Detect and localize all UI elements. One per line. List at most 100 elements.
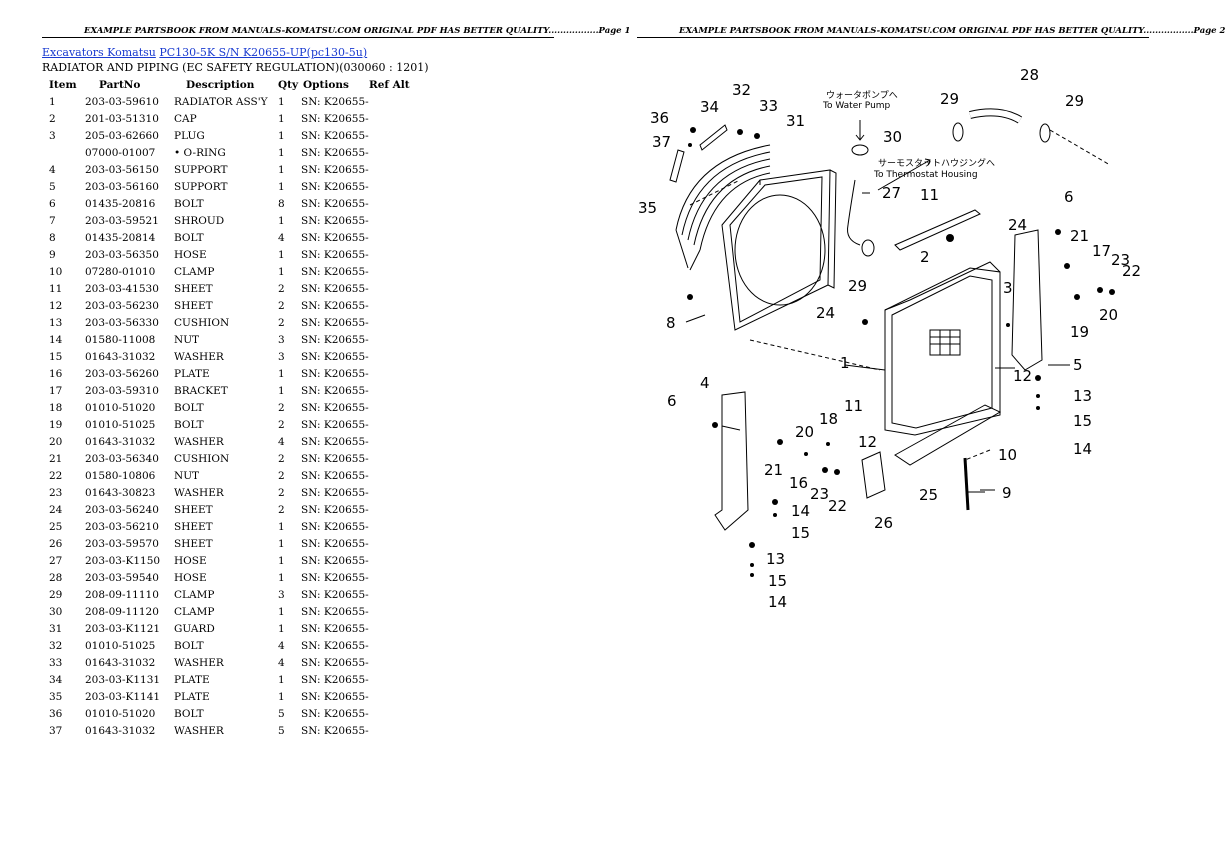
callout-37: 37 [652,133,671,151]
table-header-row: Item PartNo Description Qty Options Ref … [42,76,419,93]
callout-9: 9 [1002,484,1012,502]
cell-options: SN: K20655- [301,588,369,601]
callout-14a: 14 [1073,440,1092,458]
cell-description: WASHER [174,486,224,499]
cell-refalt [369,212,419,229]
cell-options: SN: K20655- [301,95,369,108]
support-5-drawing [1011,229,1043,371]
cell-partno: 203-03-56350 [85,248,159,261]
cell-qty: 2 [278,401,285,414]
cell-qty: 1 [278,214,285,227]
cell-partno: 203-03-K1121 [85,622,161,635]
arrow-thermostat [877,158,931,191]
cell-partno: 01435-20814 [85,231,156,244]
section-title: RADIATOR AND PIPING (EC SAFETY REGULATIO… [42,61,429,74]
cell-refalt [369,535,419,552]
cell-item: 13 [49,316,63,329]
cell-description: WASHER [174,435,224,448]
cell-qty: 1 [278,622,285,635]
cell-qty: 1 [278,146,285,159]
cell-options: SN: K20655- [301,724,369,737]
breadcrumb-link-category[interactable]: Excavators Komatsu [42,46,156,59]
cell-qty: 1 [278,537,285,550]
cell-description: SUPPORT [174,180,228,193]
cell-description: NUT [174,469,200,482]
cell-partno: 01643-30823 [85,486,156,499]
cell-refalt [369,705,419,722]
callout-14c: 14 [768,593,787,611]
cell-refalt [369,620,419,637]
cell-refalt [369,382,419,399]
callout-1: 1 [840,354,850,372]
col-header-item: Item [49,78,77,91]
cell-qty: 3 [278,588,285,601]
clamp-29b-drawing [1039,123,1051,143]
cell-options: SN: K20655- [301,418,369,431]
cell-refalt [369,501,419,518]
cell-qty: 8 [278,197,285,210]
cell-options: SN: K20655- [301,435,369,448]
cell-options: SN: K20655- [301,503,369,516]
parts-table: Item PartNo Description Qty Options Ref … [42,76,419,739]
cell-qty: 1 [278,265,285,278]
callout-15b: 15 [791,524,810,542]
cell-qty: 1 [278,384,285,397]
cell-description: • O-RING [174,146,226,159]
cell-refalt [369,637,419,654]
callout-6b: 6 [1064,188,1074,206]
cell-item: 15 [49,350,63,363]
sheet-25-drawing [894,404,1002,466]
breadcrumb-link-model[interactable]: PC130-5K S/N K20655-UP(pc130-5u) [159,46,368,59]
clamp-29c-drawing [861,239,875,257]
cell-description: BOLT [174,639,204,652]
cell-item: 21 [49,452,63,465]
cell-options: SN: K20655- [301,350,369,363]
cell-partno: 203-03-56160 [85,180,159,193]
cell-qty: 1 [278,163,285,176]
cell-refalt [369,365,419,382]
cell-partno: 203-03-K1150 [85,554,161,567]
cell-refalt [369,127,419,144]
cell-item: 37 [49,724,63,737]
cell-partno: 01643-31032 [85,724,156,737]
cell-partno: 203-03-59610 [85,95,159,108]
cell-options: SN: K20655- [301,690,369,703]
cell-options: SN: K20655- [301,129,369,142]
cell-partno: 07280-01010 [85,265,156,278]
cell-refalt [369,331,419,348]
exploded-parts-diagram: 1 2 3 4 5 6 6 8 9 10 11 11 12 12 13 13 1… [638,66,1141,611]
cell-refalt [369,433,419,450]
cell-description: PLATE [174,690,210,703]
cell-partno: 01010-51020 [85,707,156,720]
callout-13a: 13 [1073,387,1092,405]
cell-options: SN: K20655- [301,707,369,720]
callout-24a: 24 [816,304,835,322]
callout-11a: 11 [920,186,939,204]
cell-refalt [369,246,419,263]
cell-partno: 203-03-56260 [85,367,159,380]
cell-description: SUPPORT [174,163,228,176]
cell-qty: 2 [278,469,285,482]
cell-qty: 1 [278,520,285,533]
cell-options: SN: K20655- [301,231,369,244]
cell-partno: 01643-31032 [85,656,156,669]
cell-refalt [369,314,419,331]
cell-refalt [369,93,419,110]
cell-description: CUSHION [174,452,230,465]
cell-refalt [369,110,419,127]
cell-refalt [369,484,419,501]
cell-partno: 203-03-56150 [85,163,159,176]
